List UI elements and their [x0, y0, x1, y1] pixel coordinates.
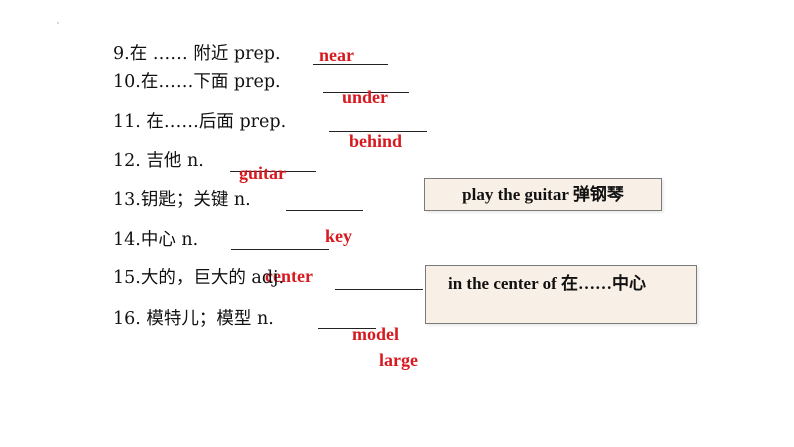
vocab-item-15-answer: large — [379, 350, 418, 370]
vocab-item-12-answer: guitar — [239, 163, 286, 183]
phrase-note-box-2: in the center of 在……中心 — [425, 265, 697, 324]
vocab-item-16-blank — [318, 328, 376, 329]
vocab-item-10-blank — [323, 92, 409, 93]
vocab-item-11-blank — [329, 131, 427, 132]
vocab-item-11-answer: behind — [349, 131, 403, 151]
vocab-item-12-label: 12. 吉他 n. — [113, 151, 204, 171]
vocab-item-9-label: 9.在 …… 附近 prep. — [113, 44, 281, 64]
vocab-item-16-answer: model — [352, 324, 399, 344]
phrase-note-2-text: in the center of 在……中心 — [448, 274, 646, 293]
vocab-item-13-answer: key — [325, 226, 352, 246]
corner-dot — [57, 22, 59, 24]
vocab-item-14-blank — [231, 249, 329, 250]
vocab-item-15-label: 15.大的，巨大的 adj. — [113, 268, 285, 288]
vocab-item-9-answer: near — [319, 45, 354, 65]
vocab-item-13-blank — [286, 210, 363, 211]
vocab-item-10-answer: under — [342, 87, 389, 107]
vocab-item-9-blank — [313, 64, 388, 65]
vocab-item-16-label: 16. 模特儿；模型 n. — [113, 309, 274, 329]
vocab-item-14-answer: center — [265, 266, 313, 286]
vocab-item-11-label: 11. 在……后面 prep. — [113, 112, 287, 132]
vocab-item-10-label: 10.在……下面 prep. — [113, 72, 281, 92]
vocab-item-14-label: 14.中心 n. — [113, 230, 199, 250]
vocab-item-13-label: 13.钥匙；关键 n. — [113, 190, 251, 210]
vocab-item-15-blank — [335, 289, 423, 290]
phrase-note-box-1: play the guitar 弹钢琴 — [424, 178, 662, 211]
vocab-item-12-blank — [230, 171, 316, 172]
phrase-note-1-text: play the guitar 弹钢琴 — [462, 185, 624, 204]
